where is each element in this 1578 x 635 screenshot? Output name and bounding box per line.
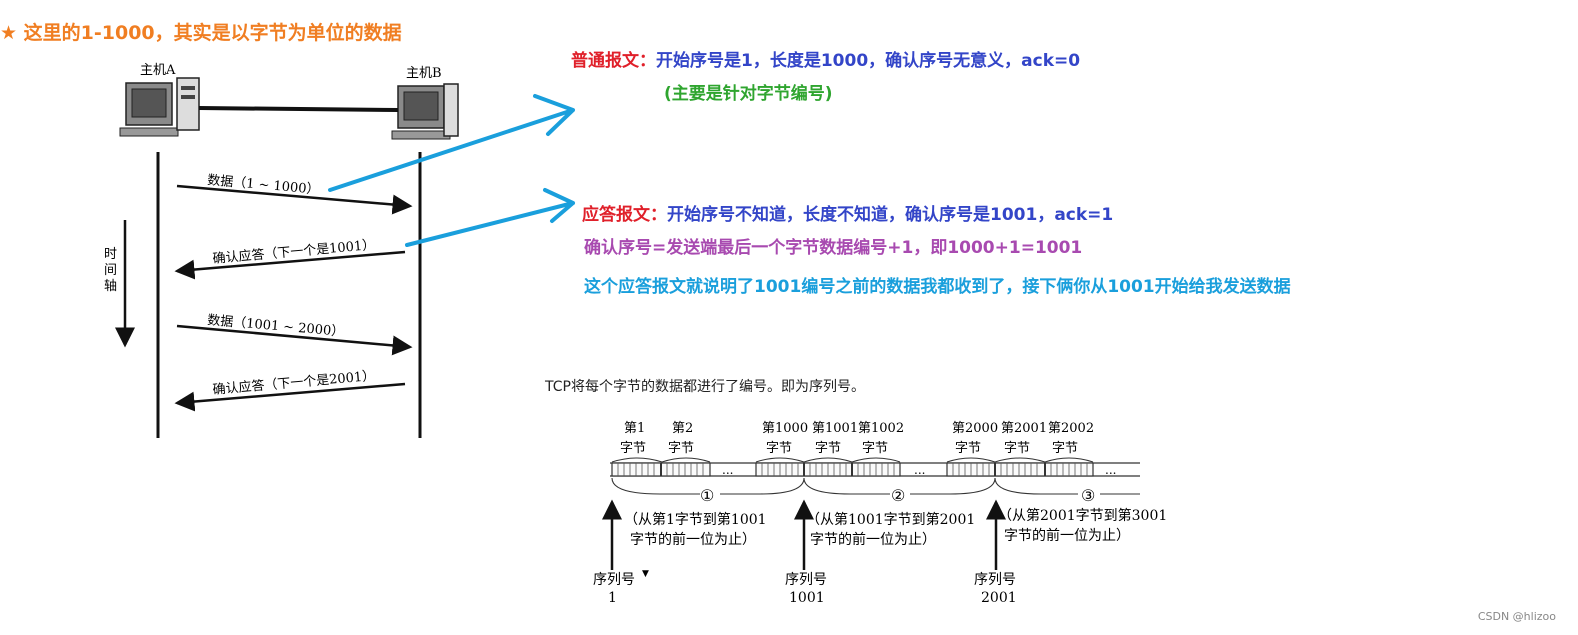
svg-text:字节: 字节 xyxy=(766,441,792,456)
svg-text:字节: 字节 xyxy=(1052,441,1078,456)
reply-message-text: 开始序号不知道，长度不知道，确认序号是1001，ack=1 xyxy=(667,205,1113,225)
byte-brackets xyxy=(612,458,1093,462)
svg-text:字节: 字节 xyxy=(1004,441,1030,456)
byte-ellipsis-2: ... xyxy=(914,463,925,477)
svg-text:字节: 字节 xyxy=(668,441,694,456)
seq-value-1001: 1001 xyxy=(789,590,825,606)
annotation-arrow-reply xyxy=(407,190,573,245)
normal-message-label: 普通报文： xyxy=(571,51,656,71)
svg-text:字节: 字节 xyxy=(862,441,888,456)
byte-numbering-caption: TCP将每个字节的数据都进行了编号。即为序列号。 xyxy=(545,376,865,396)
host-a-label: 主机A xyxy=(140,63,176,78)
svg-text:时: 时 xyxy=(104,247,117,262)
host-b-label: 主机B xyxy=(406,66,442,81)
seq-label-1001: 序列号 xyxy=(785,572,827,588)
svg-text:第1002: 第1002 xyxy=(858,421,904,436)
seq-value-2001: 2001 xyxy=(981,590,1017,606)
svg-text:第1000: 第1000 xyxy=(762,421,808,436)
segment-1-number: ① xyxy=(700,486,714,505)
watermark: CSDN @hlizoo xyxy=(1478,610,1556,623)
byte-labels: 第1 字节 第2 字节 第1000 字节 第1001 字节 第1002 字节 第2000 字… xyxy=(620,421,1094,456)
segment-2-desc-2: 字节的前一位为止） xyxy=(810,531,936,548)
reply-formula: 确认序号=发送端最后一个字节数据编号+1，即1000+1=1001 xyxy=(584,233,1082,258)
time-axis-label: 时 间 轴 xyxy=(104,247,117,294)
reply-explanation: 这个应答报文就说明了1001编号之前的数据我都收到了，接下俩你从1001开始给我… xyxy=(584,272,1291,297)
svg-text:第2002: 第2002 xyxy=(1048,421,1094,436)
seq-cursor-icon: ▼ xyxy=(642,569,649,579)
segment-3-number: ③ xyxy=(1081,486,1095,505)
seq-value-1: 1 xyxy=(608,590,617,606)
svg-text:第1001: 第1001 xyxy=(812,421,858,436)
segment-braces xyxy=(612,478,1140,494)
normal-message-note: (主要是针对字节编号) xyxy=(664,79,833,104)
reply-message-line: 应答报文：开始序号不知道，长度不知道，确认序号是1001，ack=1 xyxy=(582,200,1113,225)
svg-text:第2000: 第2000 xyxy=(952,421,998,436)
svg-text:字节: 字节 xyxy=(955,441,981,456)
network-cable xyxy=(199,108,398,110)
segment-3-desc-2: 字节的前一位为止） xyxy=(1004,527,1130,544)
host-a-computer-icon xyxy=(120,78,199,136)
segment-2-number: ② xyxy=(891,486,905,505)
svg-text:第1: 第1 xyxy=(624,421,645,436)
host-b-computer-icon xyxy=(392,84,458,139)
seq-label-2001: 序列号 xyxy=(974,572,1016,588)
byte-ellipsis-3: ... xyxy=(1105,463,1116,477)
svg-text:第2: 第2 xyxy=(672,421,693,436)
svg-text:第2001: 第2001 xyxy=(1001,421,1047,436)
svg-text:间: 间 xyxy=(104,263,117,278)
byte-ellipsis-1: ... xyxy=(722,463,733,477)
segment-2-desc-1: （从第1001字节到第2001 xyxy=(806,511,975,528)
segment-3-desc-1: （从第2001字节到第3001 xyxy=(998,507,1167,524)
byte-strip xyxy=(610,463,1140,476)
reply-message-label: 应答报文： xyxy=(582,205,667,225)
svg-text:字节: 字节 xyxy=(815,441,841,456)
seq-label-1: 序列号 xyxy=(593,572,635,588)
normal-message-line: 普通报文：开始序号是1，长度是1000，确认序号无意义，ack=0 xyxy=(571,46,1080,71)
normal-message-text: 开始序号是1，长度是1000，确认序号无意义，ack=0 xyxy=(656,51,1080,71)
segment-1-desc-2: 字节的前一位为止） xyxy=(630,531,756,548)
segment-1-desc-1: （从第1字节到第1001 xyxy=(624,511,767,528)
svg-text:字节: 字节 xyxy=(620,441,646,456)
svg-text:轴: 轴 xyxy=(104,279,117,294)
